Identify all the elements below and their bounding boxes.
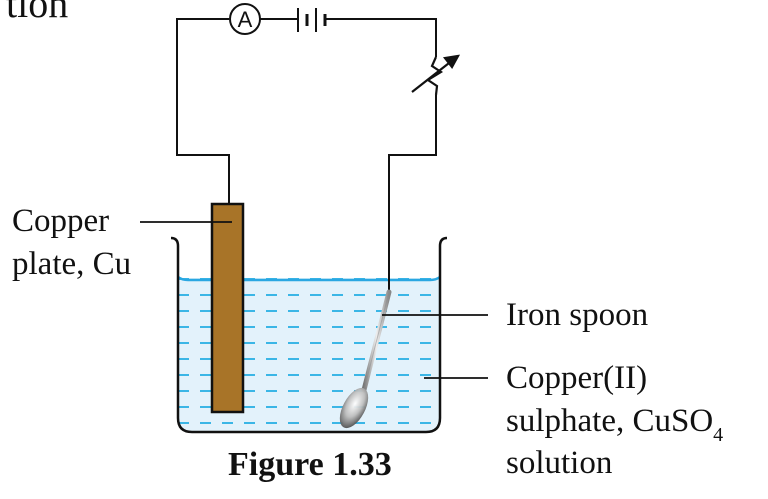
ammeter-icon: A: [229, 3, 261, 35]
partial-heading: tion: [6, 0, 69, 26]
copper-plate-label-line1: Copper: [12, 203, 110, 239]
solution-formula-text: sulphate, CuSO: [506, 403, 714, 439]
figure-caption: Figure 1.33: [228, 446, 392, 483]
solution-label-line2: sulphate, CuSO4: [506, 403, 723, 453]
circuit-wires: [176, 18, 437, 292]
formula-subscript: 4: [713, 424, 724, 446]
solution-surface: [177, 275, 441, 282]
battery-icon: [297, 8, 327, 32]
iron-spoon: [339, 289, 392, 429]
solution-label-line1: Copper(II): [506, 360, 648, 396]
rheostat-icon: [411, 54, 461, 96]
solution-label-line3: solution: [506, 445, 613, 481]
copper-plate-label-line2: plate, Cu: [12, 246, 132, 282]
copper-plate: [210, 202, 245, 414]
ammeter-symbol: A: [238, 7, 253, 32]
beaker: [170, 236, 448, 434]
label-pointers: [140, 221, 488, 379]
iron-spoon-label: Iron spoon: [506, 297, 649, 333]
